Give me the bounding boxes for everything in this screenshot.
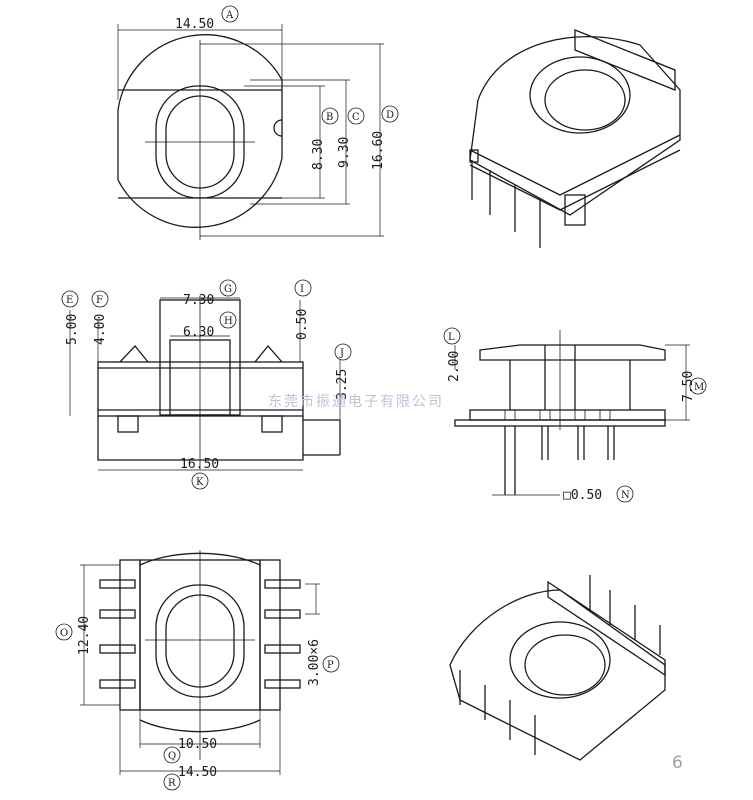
isometric-view-bottom <box>449 575 666 761</box>
dim-value-m: 7.50 <box>681 371 696 402</box>
dim-value-a: 14.50 <box>175 17 214 32</box>
top-view <box>117 24 384 240</box>
dim-value-d: 16.60 <box>371 131 386 170</box>
isometric-view-top <box>469 29 681 248</box>
dim-value-j: 3.25 <box>335 369 350 400</box>
dim-letter-c: C <box>352 112 360 123</box>
side-view <box>69 296 341 471</box>
dim-value-i: 0.50 <box>295 309 310 340</box>
dimension-labels: 14.50 A 8.30 B 9.30 C 16.60 D 5.00 E 4.0… <box>55 5 707 791</box>
page-number: 6 <box>672 753 683 773</box>
dim-letter-p: P <box>327 660 334 671</box>
dim-value-p: 3.00×6 <box>307 639 322 686</box>
dim-value-f: 4.00 <box>93 314 108 345</box>
dim-letter-g: G <box>224 284 232 295</box>
dim-letter-i: I <box>300 284 304 295</box>
dim-letter-r: R <box>168 778 176 789</box>
dim-value-o: 12.40 <box>77 616 92 655</box>
dim-letter-m: M <box>694 382 704 393</box>
dim-letter-f: F <box>96 295 103 306</box>
dim-letter-a: A <box>225 10 234 21</box>
dim-letter-q: Q <box>168 751 176 762</box>
dim-value-k: 16.50 <box>180 457 219 472</box>
dim-letter-o: O <box>60 628 68 639</box>
company-watermark: 东莞市振通电子有限公司 <box>268 393 444 410</box>
dim-letter-b: B <box>326 112 333 123</box>
bottom-view <box>80 550 320 775</box>
dim-value-q: 10.50 <box>178 737 217 752</box>
dim-letter-e: E <box>66 295 73 306</box>
dim-value-e: 5.00 <box>65 314 80 345</box>
dim-letter-n: N <box>621 490 630 501</box>
dim-value-r: 14.50 <box>178 765 217 780</box>
dim-value-c: 9.30 <box>337 137 352 168</box>
dim-letter-d: D <box>386 110 394 121</box>
dim-letter-h: H <box>224 316 233 327</box>
dim-letter-j: J <box>339 348 344 359</box>
dim-value-l: 2.00 <box>447 351 462 382</box>
dim-letter-l: L <box>448 332 455 343</box>
dim-value-g: 7.30 <box>183 293 214 308</box>
front-view <box>454 330 690 496</box>
dim-value-b: 8.30 <box>311 139 326 170</box>
dim-letter-k: K <box>196 477 204 488</box>
dim-value-h: 6.30 <box>183 325 214 340</box>
dim-value-n: □0.50 <box>563 488 602 503</box>
